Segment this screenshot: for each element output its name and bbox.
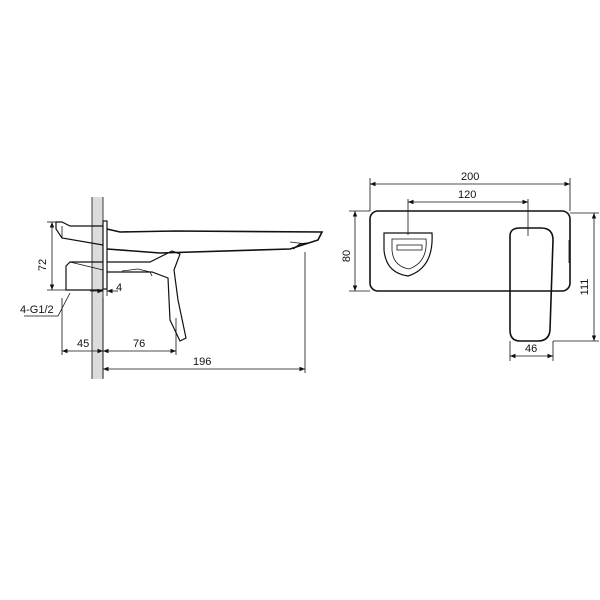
spout bbox=[106, 228, 324, 254]
dim-thread-label: 4-G1/2 bbox=[20, 304, 54, 316]
dim-wall-depth-label: 45 bbox=[77, 338, 89, 350]
cover-plate bbox=[102, 220, 108, 290]
lever-handle bbox=[107, 250, 187, 342]
dim-total-height-label: 111 bbox=[579, 279, 591, 296]
dim-height-label: 72 bbox=[37, 259, 49, 271]
dim-lever-label: 76 bbox=[133, 338, 145, 350]
side-view: 72 4 4-G1/2 45 76 196 bbox=[20, 197, 324, 379]
wall-plate bbox=[369, 210, 571, 292]
dim-total-width-label: 200 bbox=[461, 171, 479, 183]
dim-small-label: 4 bbox=[116, 282, 122, 294]
dim-hole-spacing-label: 120 bbox=[458, 189, 476, 201]
handle bbox=[509, 227, 570, 342]
dim-spout-label: 196 bbox=[193, 356, 211, 368]
wall bbox=[92, 197, 103, 379]
dim-handle-width-label: 46 bbox=[525, 343, 537, 355]
spout-outlet bbox=[383, 232, 433, 277]
dim-plate-height-label: 80 bbox=[341, 250, 353, 262]
front-view: 200 120 80 111 46 bbox=[341, 171, 599, 361]
